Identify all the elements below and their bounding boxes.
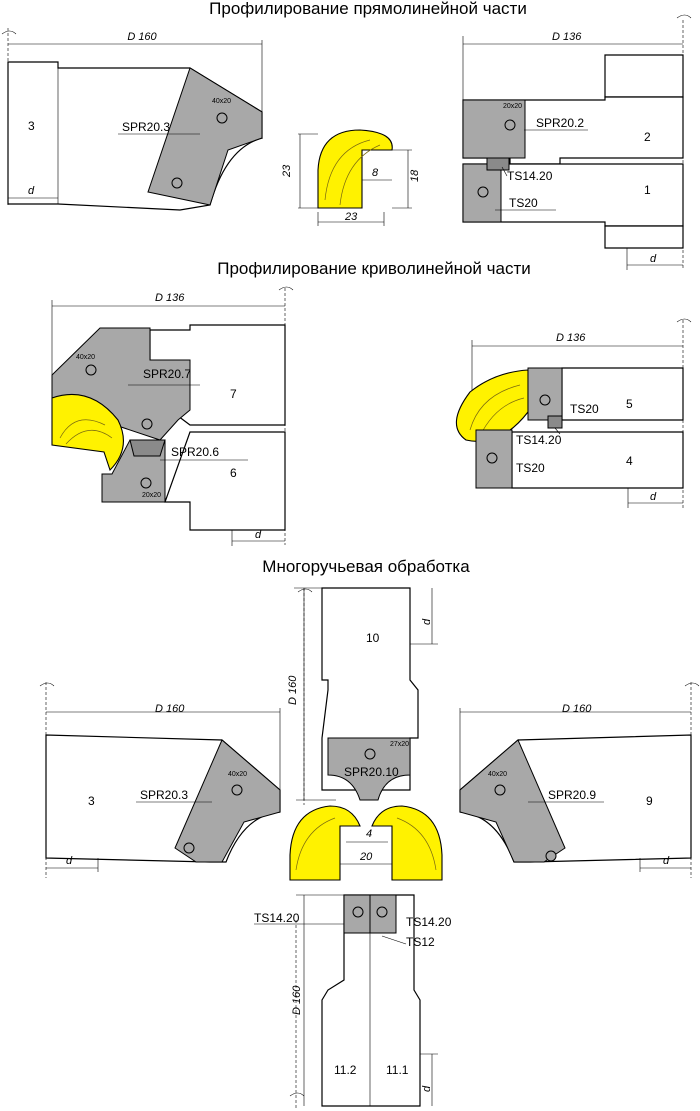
- dim-d-h: d: [421, 1085, 433, 1092]
- size-40x20-c: 40x20: [228, 771, 247, 778]
- body-6: 6: [230, 466, 237, 480]
- label-ts20-b: TS20: [570, 402, 599, 416]
- body-11-2: 11.2: [334, 1063, 357, 1077]
- body-9: 9: [646, 794, 653, 808]
- panel-multi-top: D 160 27x20 SPR20.10 10 d: [287, 587, 438, 805]
- dim-23-v: 23: [281, 164, 293, 178]
- label-ts1420-b: TS14.20: [516, 433, 562, 447]
- label-spr207: SPR20.7: [143, 367, 191, 381]
- panel-multi-right: D 160 40x20 SPR20.9 9 d: [459, 682, 700, 878]
- panel-curved-left: D 136 40x20 20x20 SPR20.7 SPR20.6 7 6 d: [51, 286, 294, 546]
- dim-d160-b: D 160: [287, 675, 299, 705]
- label-spr202: SPR20.2: [536, 116, 584, 130]
- dim-d136-c: D 136: [556, 332, 586, 344]
- insert-spr209: [459, 739, 566, 863]
- label-spr209: SPR20.9: [548, 788, 596, 802]
- label-spr206: SPR20.6: [171, 445, 219, 459]
- dim-d-e: d: [421, 618, 433, 625]
- dim-d-b: d: [650, 253, 657, 265]
- panel-multi-center: 4 20: [289, 805, 443, 881]
- body-2: 2: [644, 130, 651, 144]
- dim-d136-a: D 136: [552, 31, 582, 43]
- dim-d160-d: D 160: [562, 703, 592, 715]
- label-ts1420-d: TS14.20: [406, 915, 452, 929]
- panel-top-right: D 136 20x20 SPR20.2 TS14.20 TS20 2 1 d: [462, 14, 692, 270]
- size-40x20-d: 40x20: [488, 771, 507, 778]
- panel-multi-left: D 160 40x20 SPR20.3 3 d: [39, 682, 281, 878]
- dim-d-f: d: [66, 855, 73, 867]
- panel-curved-right: D 136 TS20 TS14.20 TS20 5 4 d: [455, 318, 692, 510]
- label-ts20-c: TS20: [516, 461, 545, 475]
- label-spr2010: SPR20.10: [344, 765, 399, 779]
- wood-profile-b: [51, 394, 124, 472]
- body-3-b: 3: [88, 794, 95, 808]
- dim-d-a: d: [28, 185, 35, 197]
- size-20x20-b: 20x20: [142, 492, 161, 499]
- dim-d160-a: D 160: [127, 31, 157, 43]
- dim-d160-c: D 160: [155, 703, 185, 715]
- wood-profile-d: [289, 805, 361, 881]
- dim-18: 18: [409, 169, 421, 182]
- body-7: 7: [230, 387, 237, 401]
- insert-ts20-c: [475, 429, 513, 489]
- wood-profile-e: [371, 805, 443, 881]
- panel-profile-top: 23 23 8 18: [281, 129, 421, 226]
- dim-d136-b: D 136: [155, 292, 185, 304]
- label-spr203-a: SPR20.3: [122, 120, 170, 134]
- body-11-1: 11.1: [386, 1063, 409, 1077]
- dim-4: 4: [366, 828, 372, 840]
- insert-spr203-bottom: [174, 739, 281, 863]
- label-ts20-a: TS20: [509, 196, 538, 210]
- title-curved: Профилирование криволинейной части: [217, 259, 531, 278]
- size-40x20-a: 40x20: [212, 98, 231, 105]
- body-4: 4: [626, 454, 633, 468]
- dim-d-g: d: [663, 855, 670, 867]
- body-3-a: 3: [28, 119, 35, 133]
- dim-20: 20: [359, 851, 373, 863]
- label-spr203-b: SPR20.3: [140, 788, 188, 802]
- title-multi: Многоручьевая обработка: [262, 557, 470, 576]
- label-ts12: TS12: [406, 935, 435, 949]
- insert-spr2010: [327, 737, 411, 801]
- dim-8: 8: [372, 167, 379, 179]
- body-10: 10: [366, 631, 380, 645]
- body-5: 5: [626, 397, 633, 411]
- label-ts1420-a: TS14.20: [507, 169, 553, 183]
- panel-multi-bottom: D 160 TS14.20 TS14.20 TS12 11.2 11.1 d: [254, 894, 452, 1108]
- size-27x20: 27x20: [390, 741, 409, 748]
- insert-ts20-b: [527, 367, 563, 421]
- title-straight: Профилирование прямолинейной части: [209, 0, 527, 18]
- dim-d-c: d: [255, 529, 262, 541]
- label-ts1420-c: TS14.20: [254, 911, 300, 925]
- wood-profile-a: [317, 129, 393, 209]
- dim-d-d: d: [650, 491, 657, 503]
- dim-d160-e: D 160: [291, 985, 303, 1015]
- insert-ts20-a: [462, 163, 502, 223]
- dim-23-h: 23: [344, 211, 358, 223]
- size-40x20-b: 40x20: [76, 354, 95, 361]
- panel-top-left: D 160 40x20 SPR20.3 3 d: [1, 28, 263, 211]
- size-20x20-a: 20x20: [503, 103, 522, 110]
- body-1: 1: [644, 183, 651, 197]
